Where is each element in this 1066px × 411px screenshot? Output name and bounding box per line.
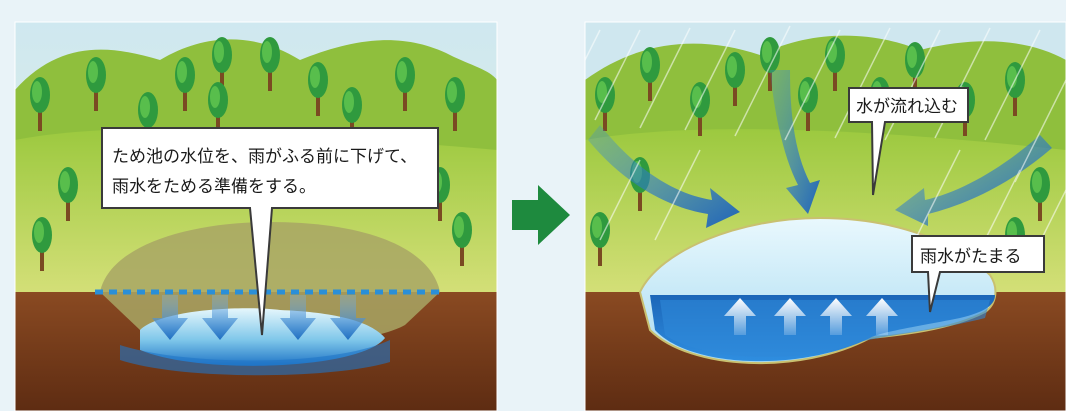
left-callout: ため池の水位を、雨がふる前に下げて、 雨水をためる準備をする。 [101, 127, 439, 336]
callout-line-1: ため池の水位を、雨がふる前に下げて、 [112, 147, 417, 167]
right-panel [585, 22, 1066, 411]
up-arrow-icon [724, 298, 898, 335]
down-arrow-icon [152, 295, 366, 340]
rain [585, 25, 1066, 263]
inflow-label: 水が流れ込む [856, 97, 958, 117]
curved-arrow-icon [588, 70, 1052, 228]
inflow-callout: 水が流れ込む [848, 87, 969, 196]
callout-line-2: 雨水をためる準備をする。 [112, 177, 316, 197]
right-arrow-icon [512, 185, 570, 245]
storage-label: 雨水がたまる [920, 247, 1022, 267]
storage-callout: 雨水がたまる [911, 235, 1045, 313]
